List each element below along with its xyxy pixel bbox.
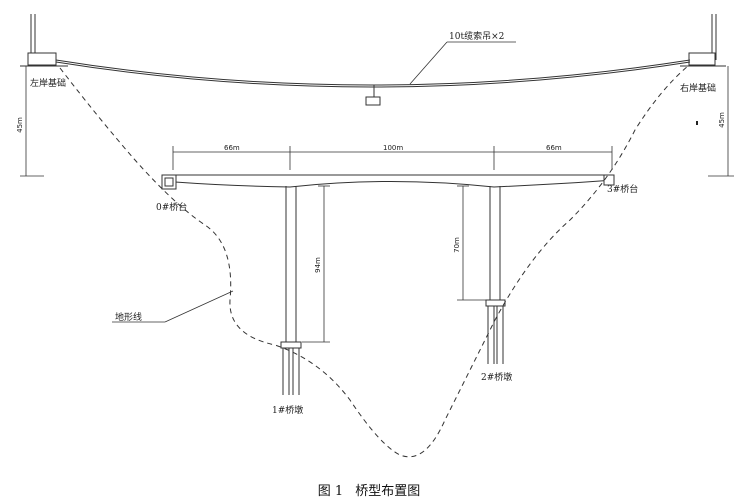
right-anchor-foundation: [680, 14, 726, 67]
stray-mark: [696, 121, 698, 125]
pier-2-height-label: 70m: [453, 237, 461, 253]
pier-1: [280, 186, 302, 395]
span-left-label: 66m: [224, 144, 240, 152]
span-dimension-line: [172, 146, 613, 170]
span-main-label: 100m: [383, 144, 403, 152]
left-anchor-label: 左岸基础: [30, 77, 66, 89]
terrain-label-leader: [164, 290, 234, 323]
terrain-line: [59, 65, 689, 458]
right-height-label: 45m: [718, 112, 726, 128]
abutment-3: [603, 174, 615, 186]
pier-2: [485, 186, 506, 364]
figure-title: 桥型布置图: [355, 484, 421, 499]
pier-2-height-dimension: [457, 185, 486, 301]
bridge-deck: [166, 174, 615, 188]
pier-2-label: 2#桥墩: [481, 371, 512, 383]
pier-1-label: 1#桥墩: [272, 404, 303, 416]
right-anchor-label: 右岸基础: [680, 82, 716, 94]
left-height-label: 45m: [16, 117, 24, 133]
abutment-0-label: 0#桥台: [156, 201, 187, 213]
right-height-dimension: [708, 66, 734, 177]
figure-caption: 图 1 桥型布置图: [0, 480, 738, 499]
left-height-dimension: [20, 65, 44, 177]
cable-line: [55, 59, 691, 88]
span-right-label: 66m: [546, 144, 562, 152]
figure-number: 图 1: [317, 484, 344, 499]
left-anchor-foundation: [20, 14, 68, 67]
abutment-0: [161, 174, 177, 190]
terrain-label: 地形线: [115, 311, 142, 323]
pier-1-height-label: 94m: [314, 257, 322, 273]
cable-hook: [365, 85, 381, 106]
pier-1-height-dimension: [302, 185, 330, 343]
abutment-3-label: 3#桥台: [607, 183, 638, 195]
cable-label-leader: [409, 41, 448, 85]
cable-label: 10t缆索吊×2: [449, 30, 504, 42]
